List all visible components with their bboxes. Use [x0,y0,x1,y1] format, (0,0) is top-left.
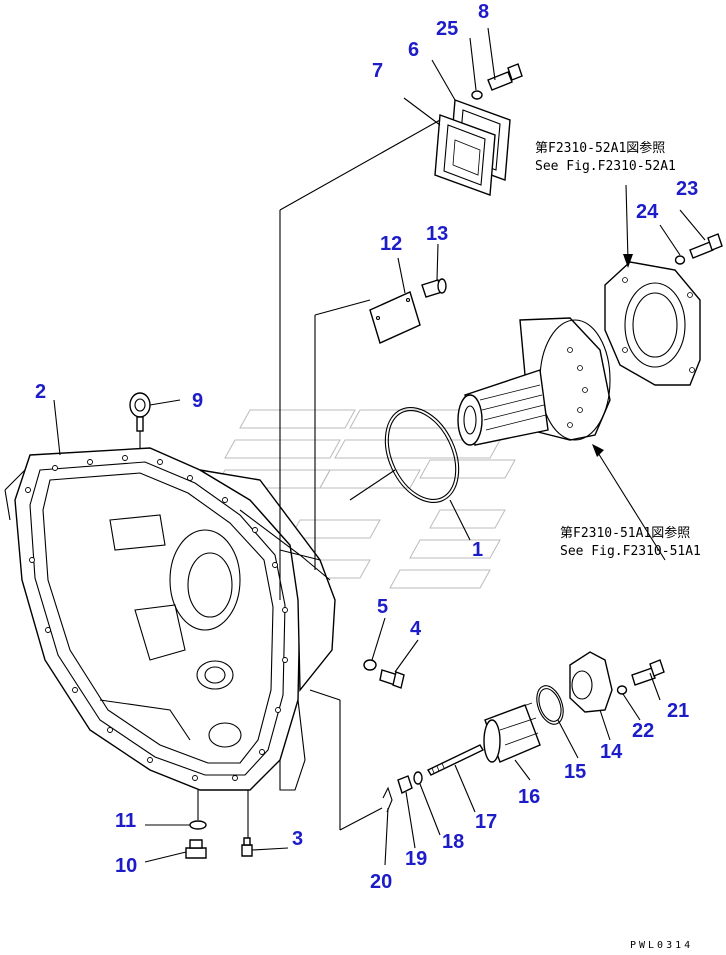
callout-21: 21 [667,700,689,722]
callout-14: 14 [600,741,623,763]
callout-8: 8 [478,1,489,23]
callout-1: 1 [472,539,483,561]
cover-part-14 [569,651,613,713]
callout-22: 22 [632,720,654,742]
reference-notes: 第F2310-52A1図参照 See Fig.F2310-52A1 第F2310… [535,140,701,559]
o-ring-part-15 [536,685,564,725]
callout-24: 24 [636,201,659,223]
filter-element-part-16 [483,702,541,763]
bearing-housing-ref-52 [604,261,701,386]
arrow-head-ref-52 [623,254,633,268]
washer-part-18 [413,771,423,785]
callout-4: 4 [410,618,422,640]
nut-part-19 [397,775,413,794]
callout-3: 3 [292,828,303,850]
washer-part-25 [471,90,483,100]
callout-9: 9 [192,390,203,412]
callout-19: 19 [405,848,427,870]
ref-52-japanese: 第F2310-52A1図参照 [535,140,665,156]
callout-10: 10 [115,855,137,877]
callout-20: 20 [370,871,392,893]
callout-labels: 1 2 3 4 5 6 7 8 9 10 11 12 13 14 15 16 1… [35,1,698,893]
eye-bolt-part-9 [129,392,151,448]
ref-52-english: See Fig.F2310-52A1 [535,159,676,174]
washer-part-11 [189,820,207,830]
callout-11: 11 [115,810,136,832]
transmission-housing [4,447,336,791]
plate-part-12 [369,291,421,344]
fitting-part-3 [241,837,253,857]
callout-5: 5 [377,596,388,618]
plug-part-13 [421,278,447,298]
washer-part-5 [363,659,377,671]
callout-17: 17 [475,811,497,833]
ref-51-japanese: 第F2310-51A1図参照 [560,525,690,541]
o-ring-part-1 [384,407,460,503]
washer-part-22 [616,685,628,695]
rod-part-17 [427,744,484,776]
bolt-part-23 [689,233,723,259]
pin-part-20 [382,786,393,813]
callout-13: 13 [426,223,448,245]
callout-25: 25 [436,18,458,40]
gasket-part-7 [434,114,496,196]
callout-6: 6 [408,39,419,61]
callout-2: 2 [35,381,46,403]
callout-12: 12 [380,233,402,255]
bolt-part-4 [379,669,405,689]
bolt-part-8 [487,63,523,91]
callout-16: 16 [518,786,540,808]
shaft-assembly-ref-51 [457,317,611,446]
callout-18: 18 [442,831,464,853]
callout-15: 15 [564,761,586,783]
drain-plug-part-10 [185,839,207,859]
washer-part-24 [674,255,686,265]
callout-23: 23 [676,178,698,200]
flange-bolt-holes [25,455,288,781]
bolt-part-21 [631,659,665,686]
ref-51-english: See Fig.F2310-51A1 [560,544,701,559]
leader-lines [53,27,706,866]
drawing-code: PWL0314 [630,940,693,951]
arrow-head-ref-51 [592,444,604,457]
callout-7: 7 [372,60,383,82]
